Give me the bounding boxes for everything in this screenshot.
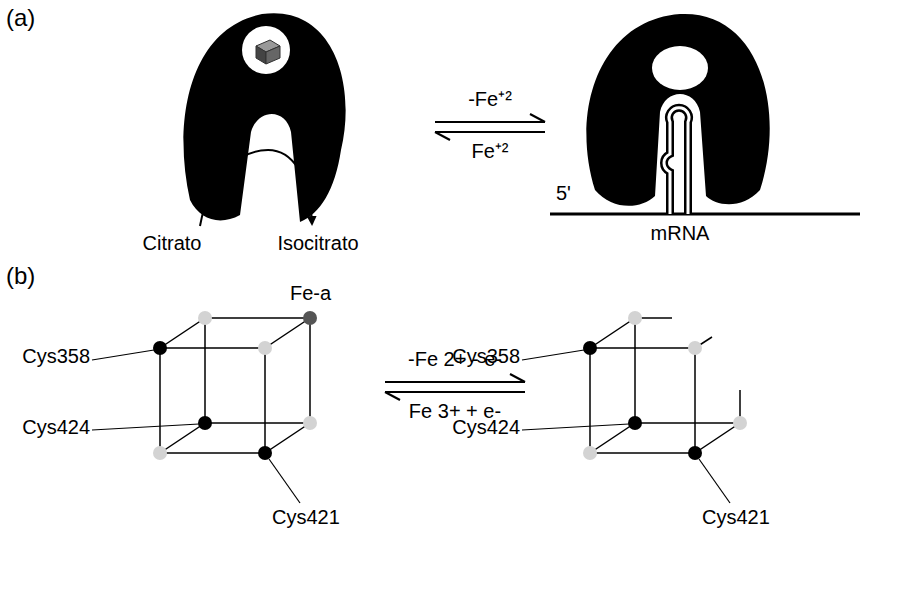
panel-letter: (b)	[6, 262, 35, 290]
mrna-label: mRNA	[651, 222, 710, 245]
product-label: Isocitrato	[277, 232, 358, 255]
cysteine-label: Cys358	[452, 345, 520, 368]
substrate-arrow-start	[200, 166, 232, 226]
iron-label: Fe-a	[290, 282, 331, 305]
cluster-pocket	[242, 26, 290, 74]
mrna-strand	[550, 213, 860, 216]
fe-s-cube	[160, 318, 310, 453]
equilibrium-label: -Fe⁺²	[468, 88, 512, 111]
cysteine-label: Cys421	[702, 506, 770, 529]
protein-shape	[184, 13, 346, 222]
cysteine-label: Cys421	[272, 506, 340, 529]
cluster-cube	[256, 40, 280, 64]
leader-lines	[522, 350, 730, 503]
strand-end-label: 5'	[556, 182, 571, 205]
equilibrium-label: Fe⁺²	[472, 140, 509, 163]
equilibrium-arrows	[435, 114, 545, 140]
ire-hairpin	[664, 108, 689, 214]
substrate-arrow	[200, 150, 312, 226]
cube-atoms	[153, 311, 317, 460]
ire-hairpin	[664, 108, 689, 214]
panel-letter: (a)	[6, 4, 35, 32]
equilibrium-arrows	[385, 374, 525, 400]
fe-s-cube	[590, 318, 740, 453]
cluster-pocket	[652, 46, 708, 90]
substrate-label: Citrato	[143, 232, 202, 255]
leader-lines	[92, 350, 300, 503]
cysteine-label: Cys358	[22, 345, 90, 368]
cysteine-label: Cys424	[22, 416, 90, 439]
cube-atoms	[583, 311, 747, 460]
cysteine-label: Cys424	[452, 416, 520, 439]
